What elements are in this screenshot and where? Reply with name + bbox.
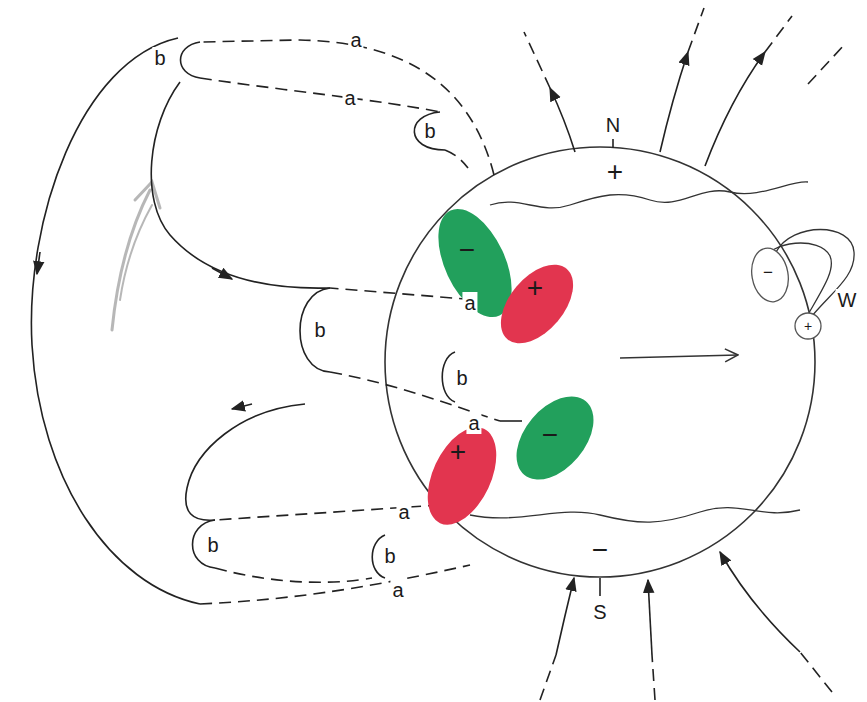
- sunspot-shape: [501, 382, 609, 494]
- sunspot: −: [505, 393, 605, 483]
- sun-disc: [385, 147, 815, 577]
- field-letter: a: [396, 501, 411, 523]
- sunspot: +: [490, 262, 590, 347]
- bipolar-field-lines: [31, 38, 522, 604]
- field-letter: a: [348, 29, 363, 51]
- polarity-sign: +: [605, 157, 625, 187]
- activity-belt: [490, 182, 808, 208]
- direction-label: W: [836, 289, 859, 311]
- field-letter: b: [422, 120, 437, 142]
- pole-label: N: [604, 114, 622, 136]
- polarity-sign: +: [527, 274, 543, 302]
- polarity-sign: +: [450, 438, 466, 466]
- pole-label: S: [591, 601, 608, 623]
- sunspot: +: [418, 425, 508, 530]
- polarity-sign: −: [542, 421, 558, 449]
- polarity-sign: +: [804, 319, 812, 333]
- sunspot: −: [745, 245, 797, 307]
- pencil-scribble: [112, 182, 160, 330]
- polarity-sign: −: [590, 535, 610, 565]
- sunspot: +: [792, 312, 826, 340]
- sunspot-shape: [748, 245, 793, 304]
- sunspot-shape: [414, 417, 511, 536]
- field-letter: b: [382, 545, 397, 567]
- field-letter: b: [312, 319, 327, 341]
- sunspot-shape: [487, 251, 588, 356]
- field-letter: a: [462, 292, 477, 314]
- sunspot-shape: [795, 313, 821, 339]
- field-letter: a: [390, 579, 405, 601]
- field-letter: b: [205, 534, 220, 556]
- polarity-sign: −: [763, 264, 773, 281]
- rotation-arrow: [620, 355, 738, 358]
- field-letter: a: [342, 87, 357, 109]
- polar-field-lines: [524, 8, 845, 700]
- field-letter: b: [454, 367, 469, 389]
- polarity-sign: −: [459, 236, 475, 264]
- field-letter: b: [152, 47, 167, 69]
- activity-belt: [470, 508, 800, 523]
- field-letter: a: [466, 412, 481, 434]
